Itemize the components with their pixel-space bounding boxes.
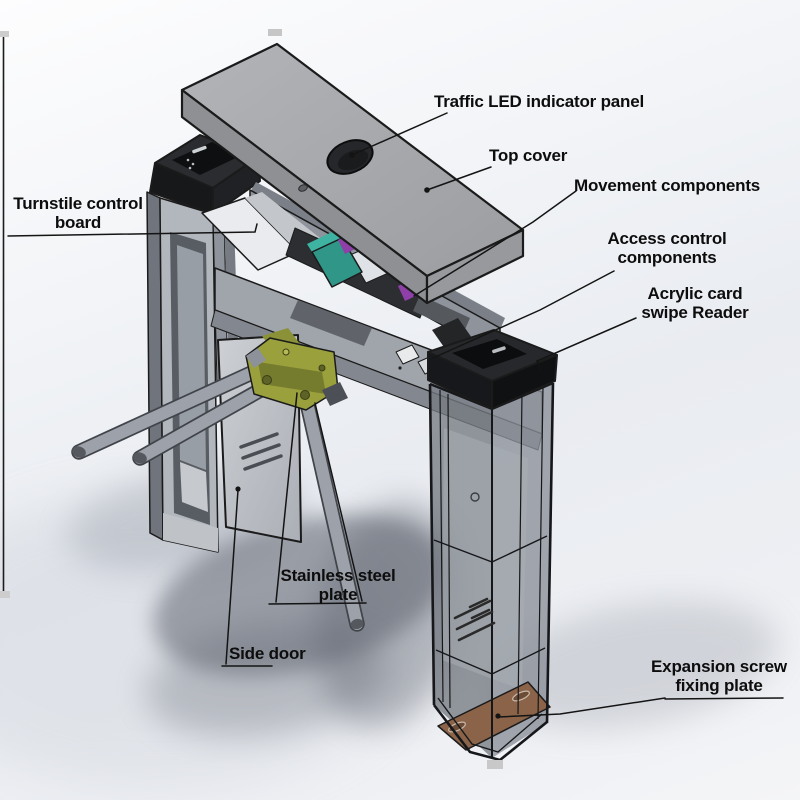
pillar-vent-slots [453,597,496,642]
leader-lines [7,112,784,719]
right-pillar [428,381,555,762]
label-text: components [617,248,717,267]
leader-acrylic-reader [536,317,637,371]
border-artifact [0,29,503,769]
label-text: Stainless steel [280,566,396,585]
label-text: fixing plate [675,676,763,695]
label-text: Expansion screw [651,657,787,676]
tripod-arms [71,362,365,632]
label-text: Traffic LED indicator panel [434,92,644,111]
label-text: plate [318,585,358,604]
arm-end-cap [72,446,86,458]
label-text: swipe Reader [641,303,749,322]
reader-glyph [492,346,506,354]
top-cover-shape [180,42,525,305]
reader-display-glyph [192,145,207,154]
ground-shadows [0,468,779,790]
door-vent-slots [239,432,283,471]
label-text: Movement components [574,176,761,195]
leader-movement [413,190,577,297]
label-expansion-screw-plate: Expansion screw fixing plate [640,657,798,695]
leader-stainless-plate [268,392,367,605]
label-acrylic-card-reader: Acrylic card swipe Reader [627,284,763,322]
label-stainless-steel-plate: Stainless steel plate [269,566,407,604]
leader-expansion-plate [495,697,784,719]
cover-screw-hole [298,184,308,192]
label-side-door: Side door [229,644,306,663]
label-text: Top cover [489,146,568,165]
label-traffic-led: Traffic LED indicator panel [434,92,644,111]
label-access-control-components: Access control components [597,229,737,267]
label-movement-components: Movement components [574,176,760,195]
label-text: Acrylic card [647,284,743,303]
leader-turnstile-board [7,223,258,237]
leader-top-cover [424,166,492,193]
leader-access-control [432,270,615,359]
label-text: Turnstile control [13,194,143,213]
label-turnstile-control-board: Turnstile control board [2,194,154,232]
label-text: Side door [229,644,306,663]
led-indicator-hole [326,139,374,175]
tripod-hub-stainless-plate [245,328,348,411]
leader-side-door [221,486,273,667]
leader-traffic-led [349,112,448,158]
label-text: board [54,213,102,232]
label-top-cover: Top cover [489,146,567,165]
label-text: Access control [607,229,727,248]
